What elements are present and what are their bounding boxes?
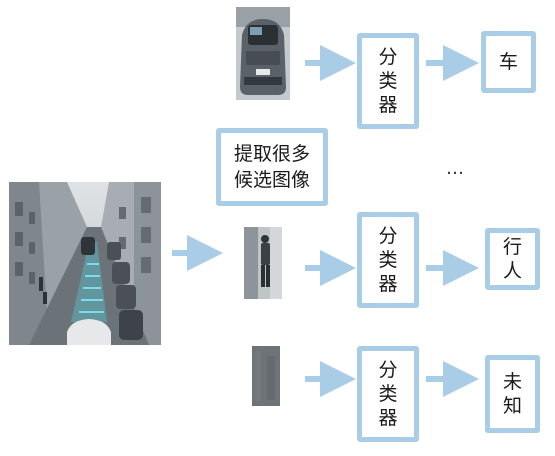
classifier-label: 分类器 <box>378 46 398 116</box>
classifier-label: 分类器 <box>378 225 398 295</box>
result-label-pedestrian: 行人 <box>502 236 522 282</box>
car-candidate-image <box>236 7 290 100</box>
classifier-box-pedestrian: 分类器 <box>357 212 419 308</box>
classifier-box-car: 分类器 <box>357 33 419 129</box>
unknown-candidate-image <box>252 346 280 406</box>
extract-candidates-label: 提取很多候选图像 <box>233 143 310 191</box>
extract-candidates-box: 提取很多候选图像 <box>216 128 328 206</box>
result-box-pedestrian: 行人 <box>485 228 540 290</box>
result-box-car: 车 <box>481 31 536 93</box>
result-label-unknown: 未知 <box>502 371 522 417</box>
classifier-label: 分类器 <box>378 359 398 429</box>
ellipsis: … <box>446 158 464 179</box>
street-scene-image <box>9 182 161 345</box>
result-label-car: 车 <box>498 51 518 73</box>
classifier-box-unknown: 分类器 <box>357 346 419 442</box>
result-box-unknown: 未知 <box>485 355 540 433</box>
pedestrian-candidate-image <box>244 227 282 299</box>
